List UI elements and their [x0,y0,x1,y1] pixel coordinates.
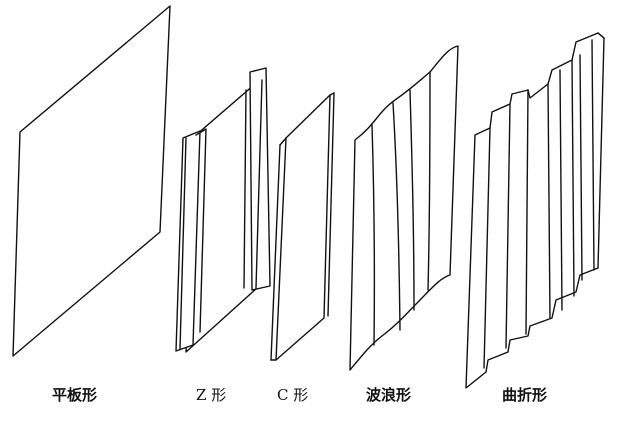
c-panel-label: C 形 [277,386,309,404]
flat-panel-label: 平板形 [52,386,98,404]
c-panel-shape [270,92,335,361]
bent-panel-shape [465,32,605,389]
wave-panel-label: 波浪形 [366,386,412,404]
bent-panel-label: 曲折形 [502,386,548,404]
z-panel-label: Z 形 [196,386,227,404]
z-panel-shape [175,67,271,353]
wave-panel-shape [349,45,459,371]
flat-panel-shape [12,5,171,357]
